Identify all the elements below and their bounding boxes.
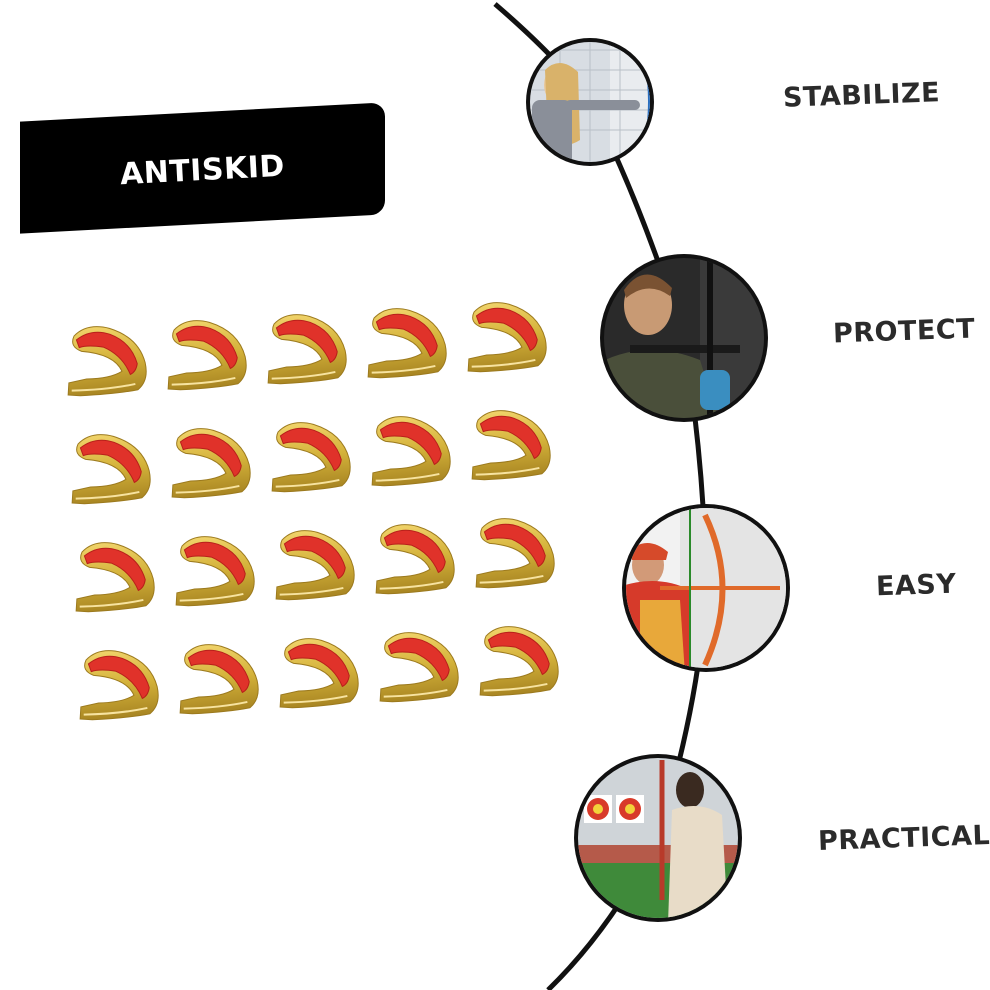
thumb-ring-item [367, 308, 447, 379]
thumb-ring-item [167, 320, 247, 391]
feature-photo-3 [622, 504, 790, 672]
thumb-ring-item [267, 314, 347, 385]
feature-label-stabilize: STABILIZE [782, 77, 941, 114]
thumb-ring-grid [67, 302, 559, 721]
thumb-ring-item [379, 632, 459, 703]
thumb-ring-item [275, 530, 355, 601]
thumb-ring-item [79, 650, 159, 721]
thumb-ring-item [75, 542, 155, 613]
feature-label-practical: PRACTICAL [817, 820, 990, 857]
thumb-ring-item [271, 422, 351, 493]
feature-label-easy: EASY [875, 568, 957, 603]
thumb-ring-item [479, 626, 559, 697]
thumb-ring-item [171, 428, 251, 499]
thumb-ring-item [71, 434, 151, 505]
thumb-ring-item [371, 416, 451, 487]
thumb-ring-item [67, 326, 147, 397]
thumb-ring-item [375, 524, 455, 595]
thumb-ring-item [279, 638, 359, 709]
feature-photo-4 [574, 754, 742, 922]
feature-photo-2 [600, 254, 768, 422]
feature-label-protect: PROTECT [832, 313, 976, 350]
thumb-ring-item [175, 536, 255, 607]
feature-photo-1 [526, 38, 654, 166]
thumb-ring-item [467, 302, 547, 373]
thumb-ring-item [475, 518, 555, 589]
thumb-ring-item [471, 410, 551, 481]
thumb-ring-item [179, 644, 259, 715]
